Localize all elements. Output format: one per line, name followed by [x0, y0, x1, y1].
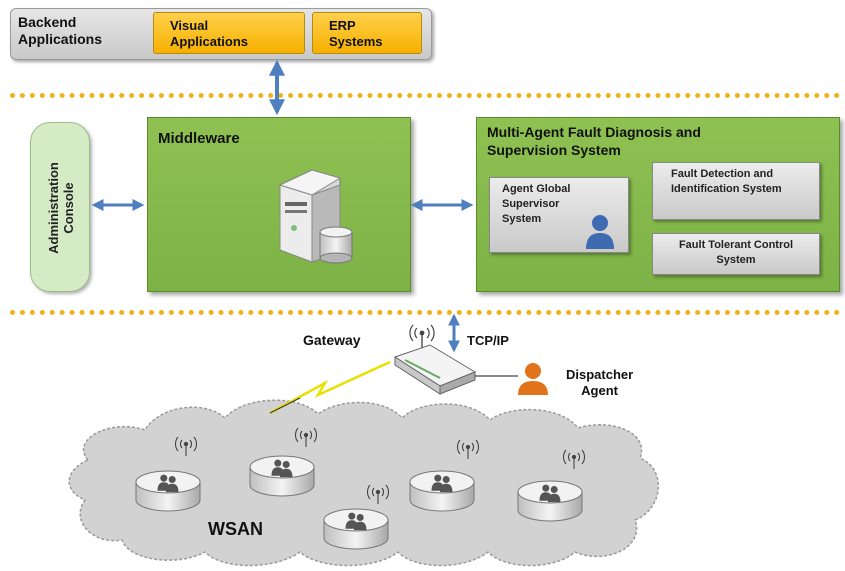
antenna-icon — [294, 427, 318, 447]
ftc-line1: Fault Tolerant Control — [678, 239, 794, 251]
agb-line2: Supervisor — [502, 198, 560, 210]
antenna-icon — [366, 484, 390, 504]
antenna-icon — [174, 436, 198, 456]
tcpip-label: TCP/IP — [467, 333, 509, 348]
backend-applications-label: Backend Applications — [18, 14, 102, 48]
erp-label-line1: ERP — [329, 18, 356, 33]
wsan-label: WSAN — [208, 519, 263, 539]
antenna-icon — [409, 324, 435, 342]
ftc-line2: System — [716, 254, 756, 266]
multi-agent-title: Multi-Agent Fault Diagnosis and Supervis… — [487, 123, 817, 159]
sensor-node-icon — [517, 449, 586, 522]
middleware-panel: Middleware — [147, 117, 411, 292]
antenna-icon — [456, 439, 480, 459]
administration-console: Administration Console — [30, 122, 90, 292]
dispatcher-line1: Dispatcher — [566, 367, 634, 382]
agb-line3: System — [502, 213, 542, 225]
database-icon — [319, 226, 353, 264]
sensor-node-icon — [135, 436, 201, 512]
user-icon — [586, 215, 614, 249]
erp-label-line2: Systems — [329, 34, 383, 49]
visual-label-line2: Applications — [170, 34, 249, 49]
sensor-node-icon — [409, 439, 480, 512]
antenna-icon — [562, 449, 586, 469]
erp-systems-box: ERP Systems — [312, 12, 422, 54]
wireless-link-icon — [269, 360, 391, 415]
visual-label-line1: Visual — [170, 18, 209, 33]
sensor-node-icon — [249, 427, 318, 497]
router-icon — [393, 334, 477, 395]
fault-detection-box: Fault Detection and Identification Syste… — [652, 162, 820, 220]
sensor-node-icon — [323, 484, 390, 550]
visual-applications-box: Visual Applications — [153, 12, 305, 54]
gateway-label: Gateway — [303, 332, 361, 348]
separator-bottom — [10, 310, 840, 315]
separator-top — [10, 93, 840, 98]
dispatcher-agent-label: Dispatcher Agent — [566, 367, 633, 399]
cloud-shape — [68, 399, 659, 567]
backend-label-line1: Backend — [18, 14, 77, 30]
mas-title-line1: Multi-Agent Fault Diagnosis and — [487, 124, 701, 140]
fdi-line2: Identification System — [671, 183, 782, 195]
fault-tolerant-control-box: Fault Tolerant Control System — [652, 233, 820, 275]
dispatcher-agent-icon — [518, 363, 548, 395]
dispatcher-line2: Agent — [581, 383, 619, 398]
mas-title-line2: Supervision System — [487, 142, 621, 158]
middleware-title: Middleware — [158, 130, 240, 147]
backend-label-line2: Applications — [18, 31, 103, 47]
agb-line1: Agent Global — [502, 183, 571, 195]
fdi-line1: Fault Detection and — [671, 168, 774, 180]
